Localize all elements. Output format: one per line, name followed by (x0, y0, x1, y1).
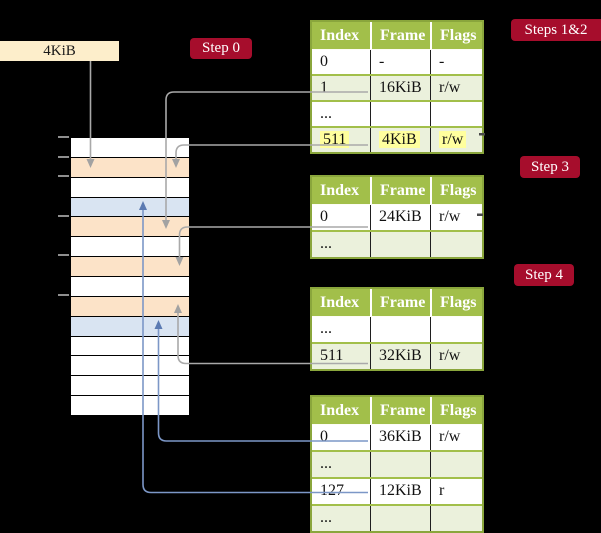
cell-frame: 36KiB (370, 425, 430, 450)
table-row: ... (312, 317, 482, 342)
header-frame: Frame (370, 22, 430, 49)
header-frame: Frame (370, 177, 430, 204)
table-row: ... (312, 450, 482, 477)
highlighted-value: r/w (439, 131, 467, 148)
cell-frame: 4KiB (370, 128, 430, 152)
stack-row (71, 176, 189, 197)
table-row: 0 24KiB r/w (312, 205, 482, 230)
header-frame: Frame (370, 289, 430, 316)
tick-mark (58, 156, 69, 158)
cell-index: 0 (320, 428, 328, 445)
cell-flags (430, 317, 482, 342)
cell-index: ... (320, 105, 332, 122)
table-row: 0 36KiB r/w (312, 425, 482, 450)
cell-frame: 24KiB (370, 205, 430, 230)
stack-row-page-table (71, 295, 189, 316)
cell-flags: r/w (430, 344, 482, 369)
stack-row (71, 276, 189, 296)
step-0-label: Step 0 (190, 38, 252, 59)
table-header-row: Index Frame Flags (312, 289, 482, 317)
cell-frame: 32KiB (370, 344, 430, 369)
stack-row-data-page (71, 315, 189, 336)
tick-mark (58, 136, 69, 138)
cell-frame: - (370, 50, 430, 74)
table-row: ... (312, 100, 482, 126)
cell-index: 511 (312, 128, 370, 152)
table-row: 127 12KiB r (312, 477, 482, 504)
cell-index: 0 (320, 53, 328, 70)
stack-row-page-table (71, 256, 189, 277)
table-row: 511 32KiB r/w (312, 342, 482, 369)
table-row-highlighted: 511 4KiB r/w (312, 126, 482, 152)
cell-index: ... (320, 320, 332, 337)
frame-size-label: 4KiB (0, 41, 119, 61)
cell-flags: r/w (430, 205, 482, 230)
cell-flags (430, 452, 482, 477)
cell-index: ... (320, 235, 332, 252)
stack-row (71, 395, 189, 416)
cell-frame (370, 452, 430, 477)
memory-stack (70, 137, 190, 416)
header-flags: Flags (430, 289, 482, 316)
header-index: Index (320, 294, 360, 311)
cell-index: ... (320, 455, 332, 472)
cell-flags (430, 232, 482, 257)
table-row: ... (312, 504, 482, 531)
cell-index: 511 (320, 347, 344, 364)
table-row: 1 16KiB r/w (312, 74, 482, 100)
tick-mark (58, 175, 69, 177)
table-row: 0 - - (312, 50, 482, 74)
header-flags: Flags (430, 22, 482, 49)
table-header-row: Index Frame Flags (312, 397, 482, 425)
cell-flags: r (430, 479, 482, 504)
cell-flags: r/w (430, 76, 482, 100)
header-index: Index (320, 402, 360, 419)
stack-row (71, 236, 189, 257)
highlighted-value: 4KiB (379, 131, 420, 148)
cell-flags: r/w (430, 128, 482, 152)
table-row: ... (312, 230, 482, 257)
cell-index: ... (320, 509, 332, 526)
cell-flags (430, 506, 482, 531)
tick-mark (58, 215, 69, 217)
step-3-label: Step 3 (520, 156, 580, 178)
stack-row-page-table (71, 216, 189, 237)
cell-frame: 16KiB (370, 76, 430, 100)
cell-frame (370, 317, 430, 342)
step-4-label: Step 4 (514, 264, 574, 286)
cell-flags: r/w (430, 425, 482, 450)
header-flags: Flags (430, 177, 482, 204)
tick-mark (58, 294, 69, 296)
cell-index: 1 (320, 79, 328, 96)
header-index: Index (320, 182, 360, 199)
stack-row (71, 375, 189, 396)
page-table-step-3: Index Frame Flags 0 24KiB r/w ... (310, 175, 484, 259)
header-index: Index (320, 27, 360, 44)
cell-frame: 12KiB (370, 479, 430, 504)
cell-flags: - (430, 50, 482, 74)
highlighted-value: 511 (320, 131, 350, 148)
cell-frame (370, 232, 430, 257)
cell-index: 0 (320, 208, 328, 225)
page-table-step-4: Index Frame Flags ... 511 32KiB r/w (310, 287, 484, 371)
table-header-row: Index Frame Flags (312, 22, 482, 50)
stack-row-page-table (71, 156, 189, 177)
stack-row (71, 335, 189, 356)
header-frame: Frame (370, 397, 430, 424)
table-header-row: Index Frame Flags (312, 177, 482, 205)
cell-frame (370, 102, 430, 126)
cell-flags (430, 102, 482, 126)
stack-row-data-page (71, 196, 189, 217)
steps-1-2-label: Steps 1&2 (511, 19, 601, 41)
stack-row (71, 355, 189, 376)
tick-mark (58, 254, 69, 256)
page-table-steps-1-2: Index Frame Flags 0 - - 1 16KiB r/w ... … (310, 20, 484, 154)
stack-row (71, 138, 189, 157)
page-table-leaf: Index Frame Flags 0 36KiB r/w ... 127 12… (310, 395, 484, 533)
cell-frame (370, 506, 430, 531)
cell-index: 127 (320, 482, 344, 499)
header-flags: Flags (430, 397, 482, 424)
